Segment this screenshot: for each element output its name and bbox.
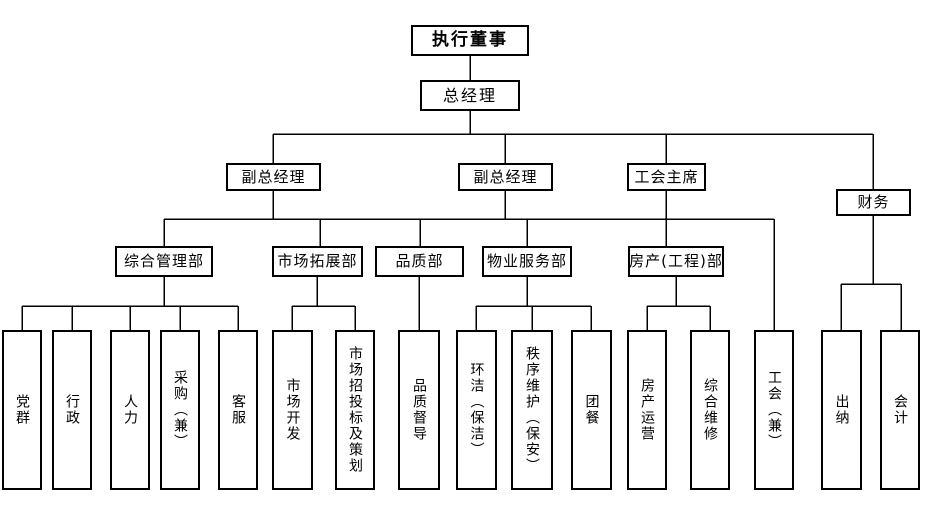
node-label: 党群 xyxy=(14,394,30,426)
node-union-concurrent: 工会（兼） xyxy=(754,330,794,490)
node-label: 采购（兼） xyxy=(172,370,188,450)
node-label: 会计 xyxy=(892,394,908,426)
node-executive-director: 执行董事 xyxy=(411,25,529,56)
node-administration: 行政 xyxy=(52,330,92,490)
node-label: 综合维修 xyxy=(702,378,718,442)
node-label: 出纳 xyxy=(833,394,850,426)
node-deputy-general-manager-2: 副总经理 xyxy=(458,163,553,191)
node-label: 团餐 xyxy=(583,394,600,426)
node-deputy-general-manager-1: 副总经理 xyxy=(226,163,321,191)
node-market-development: 市场开发 xyxy=(272,330,313,490)
node-label: 行政 xyxy=(64,394,80,426)
node-label: 人力 xyxy=(122,394,138,426)
node-union-chairman: 工会主席 xyxy=(627,163,706,191)
node-label: 工会（兼） xyxy=(766,370,782,450)
node-human-resources: 人力 xyxy=(110,330,150,490)
node-party-masses: 党群 xyxy=(2,330,42,490)
node-label: 环洁（保洁） xyxy=(468,362,485,458)
node-label: 房产运营 xyxy=(639,378,655,442)
node-market-expansion-dept: 市场拓展部 xyxy=(272,246,363,277)
node-real-estate-engineering-dept: 房产(工程)部 xyxy=(628,246,724,277)
node-general-management-dept: 综合管理部 xyxy=(115,246,213,277)
node-label: 秩序维护（保安） xyxy=(524,346,540,474)
node-customer-service: 客服 xyxy=(218,330,258,490)
node-label: 市场招投标及策划 xyxy=(347,346,363,474)
node-market-bidding-planning: 市场招投标及策划 xyxy=(335,330,375,490)
node-label: 品质督导 xyxy=(411,378,427,442)
node-procurement-concurrent: 采购（兼） xyxy=(160,330,200,490)
node-quality-supervision: 品质督导 xyxy=(398,330,440,490)
node-accountant: 会计 xyxy=(880,330,920,490)
node-label: 市场开发 xyxy=(284,378,301,442)
node-finance: 财务 xyxy=(836,189,911,216)
node-real-estate-operation: 房产运营 xyxy=(627,330,667,490)
node-group-catering: 团餐 xyxy=(571,330,612,490)
node-property-service-dept: 物业服务部 xyxy=(482,246,572,277)
node-cashier: 出纳 xyxy=(821,330,862,490)
node-quality-dept: 品质部 xyxy=(375,246,464,277)
node-order-maintenance-security: 秩序维护（保安） xyxy=(511,330,553,490)
node-comprehensive-maintenance: 综合维修 xyxy=(690,330,730,490)
node-label: 客服 xyxy=(230,394,246,426)
node-general-manager: 总经理 xyxy=(420,80,520,111)
node-cleaning: 环洁（保洁） xyxy=(456,330,497,490)
